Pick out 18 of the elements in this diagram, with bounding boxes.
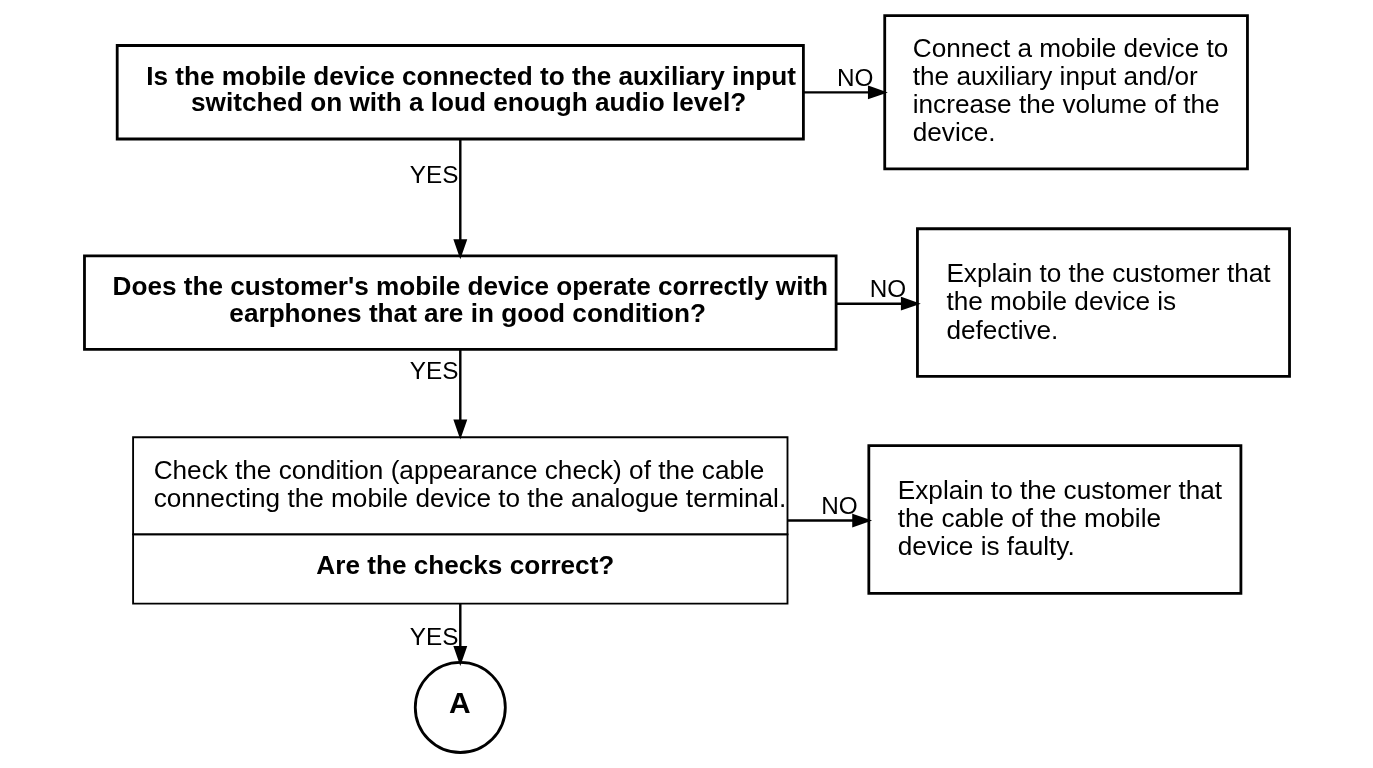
arrow	[452, 603, 467, 666]
node-box: Connect a mobile device to the auxiliary input and/or increase the volume of the device.	[882, 14, 1249, 171]
arrow	[787, 513, 872, 528]
node-circle: A	[413, 661, 507, 754]
arrow	[835, 296, 921, 311]
edge-label: NO	[820, 491, 858, 519]
node-box: Is the mobile device connected to the auxiliary input switched on with a loud enough audio level?	[115, 44, 805, 141]
edge-label: NO	[869, 274, 906, 302]
edge-label: YES	[409, 356, 458, 384]
node-box: Does the customer's mobile device operate correctly with earphones that are in good condition?	[82, 254, 837, 351]
node-box: Explain to the customer that the mobile device is defective.	[915, 227, 1291, 378]
arrow	[803, 85, 888, 100]
node-box: Explain to the customer that the cable of the mobile device is faulty.	[866, 444, 1242, 595]
arrow	[452, 139, 467, 260]
edge-label: NO	[836, 63, 873, 91]
arrow	[452, 349, 467, 440]
edge-label: YES	[409, 161, 458, 189]
edge-label: YES	[409, 622, 458, 650]
